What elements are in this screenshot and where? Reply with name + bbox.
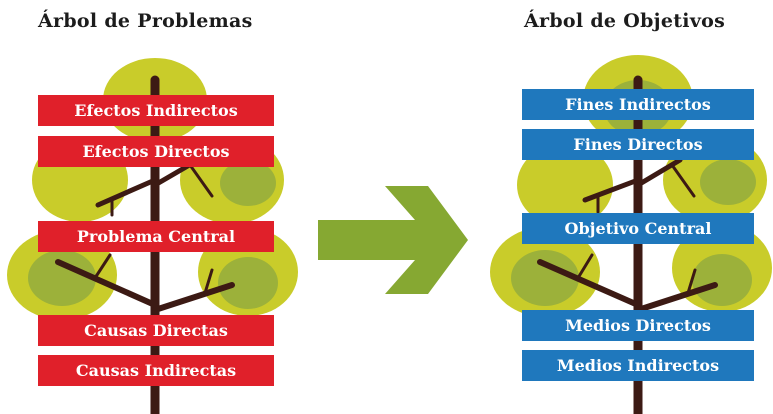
canopy-lower-left-inner <box>28 250 96 306</box>
canopy-lower-left-r-inner <box>511 250 579 306</box>
label-medios-indirectos: Medios Indirectos <box>522 350 754 381</box>
canopy-lower-right-inner <box>218 257 278 309</box>
arrow-icon <box>318 186 468 294</box>
label-objetivo-central: Objetivo Central <box>522 213 754 244</box>
canopy-right-r-inner <box>700 159 756 205</box>
label-efectos-indirectos: Efectos Indirectos <box>38 95 274 126</box>
problem-tree-title: Árbol de Problemas <box>38 10 253 32</box>
label-fines-directos: Fines Directos <box>522 129 754 160</box>
canopy-lower-right-r-inner <box>692 254 752 306</box>
label-fines-indirectos: Fines Indirectos <box>522 89 754 120</box>
label-efectos-directos: Efectos Directos <box>38 136 274 167</box>
canopy-left-r <box>517 143 613 227</box>
label-medios-directos: Medios Directos <box>522 310 754 341</box>
label-problema-central: Problema Central <box>38 221 274 252</box>
canopy-right-inner <box>220 160 276 206</box>
label-causas-indirectas: Causas Indirectas <box>38 355 274 386</box>
objective-tree-title: Árbol de Objetivos <box>524 10 726 32</box>
label-causas-directas: Causas Directas <box>38 315 274 346</box>
